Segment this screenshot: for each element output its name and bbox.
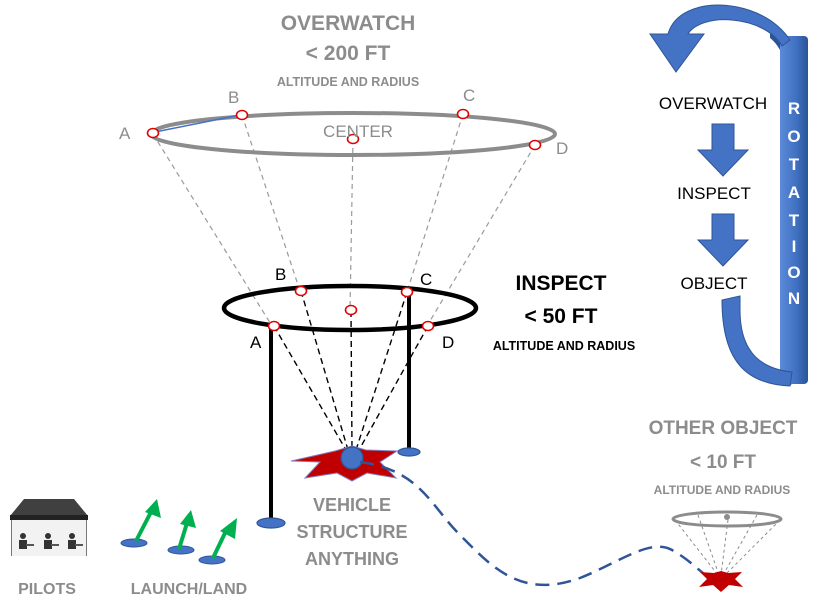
overwatch-label-a: A <box>119 124 131 143</box>
object-label: VEHICLE STRUCTURE ANYTHING <box>297 495 408 569</box>
pilots-tent <box>10 499 88 556</box>
inspect-label-d: D <box>442 333 454 352</box>
rotation-top-arrow <box>649 4 791 73</box>
inspect-subtitle: ALTITUDE AND RADIUS <box>493 339 635 353</box>
rotation-letter: N <box>788 289 800 308</box>
rotation-letter: T <box>789 155 800 174</box>
launch-arrow-1 <box>134 499 161 542</box>
other-object-subtitle: ALTITUDE AND RADIUS <box>654 483 791 497</box>
tent-canopy <box>10 499 88 516</box>
object-label-line3: ANYTHING <box>305 549 399 569</box>
inspect-ring <box>221 283 479 333</box>
rotation-bottom-loop <box>721 295 793 387</box>
inspect-header: INSPECT < 50 FT ALTITUDE AND RADIUS <box>493 272 635 353</box>
overwatch-sight-lines <box>152 113 536 327</box>
pole-base-right <box>397 447 421 457</box>
overwatch-label-b: B <box>228 88 239 107</box>
launch-pads <box>120 499 237 565</box>
other-object-ring-group <box>671 510 783 592</box>
pole-base-left <box>256 517 286 529</box>
launch-arrow-3 <box>211 518 237 559</box>
overwatch-title: OVERWATCH <box>281 12 416 35</box>
rotation-letter: R <box>788 99 800 118</box>
overwatch-center-marker <box>346 133 360 145</box>
target-center-node <box>340 446 364 470</box>
overwatch-label-c: C <box>463 86 475 105</box>
rotation-band <box>780 36 808 384</box>
inspect-title: INSPECT <box>515 272 606 295</box>
inspect-center-marker <box>344 304 358 316</box>
pilot-figures <box>19 533 83 549</box>
rotation-down-arrow-1 <box>696 123 750 177</box>
object-label-line2: STRUCTURE <box>297 522 408 542</box>
overwatch-point-c-marker <box>456 108 470 120</box>
rotation-step-inspect: INSPECT <box>677 184 751 203</box>
rotation-letter: I <box>792 237 797 256</box>
overwatch-point-b-marker <box>235 109 249 121</box>
other-object-title: OTHER OBJECT <box>649 418 798 439</box>
overwatch-a-b-link <box>154 114 241 133</box>
overwatch-header: OVERWATCH < 200 FT ALTITUDE AND RADIUS <box>277 12 419 89</box>
tent-valance <box>10 515 88 520</box>
rotation-letter: T <box>789 211 800 230</box>
inspect-point-c-marker <box>400 286 414 298</box>
launch-pad-1 <box>120 538 148 548</box>
inspect-point-a-marker <box>267 320 281 332</box>
inspect-label-c: C <box>420 270 432 289</box>
rotation-step-overwatch: OVERWATCH <box>659 94 767 113</box>
overwatch-limit: < 200 FT <box>306 42 391 65</box>
inspect-point-b-marker <box>294 285 308 297</box>
inspect-ring-group: A B C D <box>221 265 479 521</box>
rotation-cycle: OVERWATCH INSPECT OBJECT R O T A T I O N <box>649 4 808 387</box>
overwatch-subtitle: ALTITUDE AND RADIUS <box>277 75 419 89</box>
overwatch-label-d: D <box>556 139 568 158</box>
rotation-letter: A <box>788 183 800 202</box>
overwatch-point-d-marker <box>528 139 542 151</box>
rotation-down-arrow-2 <box>696 213 750 267</box>
other-object-header: OTHER OBJECT < 10 FT ALTITUDE AND RADIUS <box>649 418 798 497</box>
other-object-limit: < 10 FT <box>690 452 756 473</box>
object-label-line1: VEHICLE <box>313 495 391 515</box>
rotation-step-object: OBJECT <box>680 274 747 293</box>
rotation-vertical-label: R O T A T I O N <box>787 99 800 308</box>
rotation-letter: O <box>787 127 800 146</box>
inspect-label-b: B <box>275 265 286 284</box>
overwatch-ring-group: A B CENTER C D <box>119 86 568 158</box>
inspect-point-d-marker <box>421 320 435 332</box>
overwatch-point-a-marker <box>146 127 160 139</box>
overwatch-label-center: CENTER <box>323 122 393 141</box>
rotation-letter: O <box>787 263 800 282</box>
inspect-label-a: A <box>250 333 262 352</box>
inspect-limit: < 50 FT <box>525 305 598 328</box>
launch-land-label: LAUNCH/LAND <box>131 581 247 598</box>
transit-path <box>359 460 713 587</box>
inspect-sight-lines <box>273 290 429 451</box>
target-object <box>290 445 399 482</box>
other-object-ring <box>671 510 783 528</box>
other-object-star <box>699 571 743 592</box>
pilots-label: PILOTS <box>18 581 76 598</box>
other-object-center-marker <box>724 514 730 520</box>
launch-arrow-2 <box>177 510 196 550</box>
